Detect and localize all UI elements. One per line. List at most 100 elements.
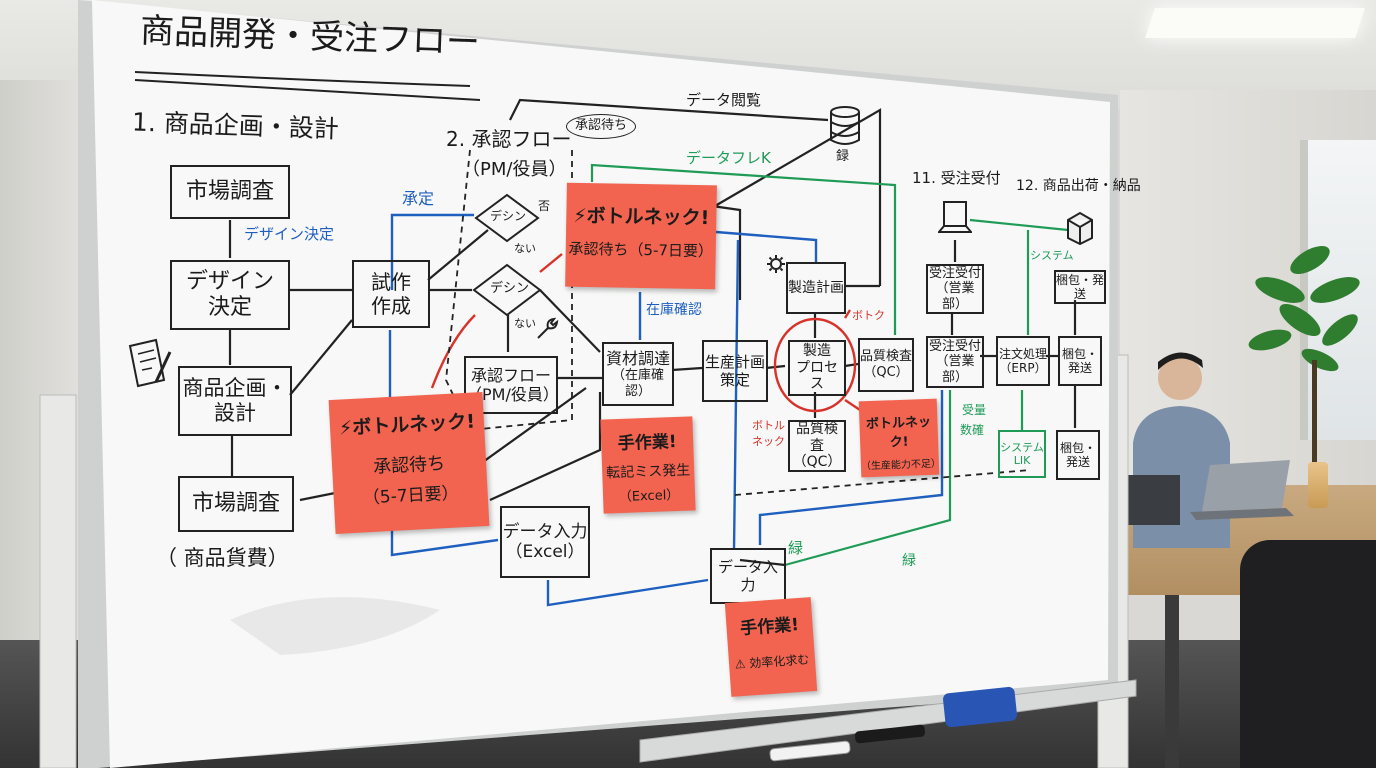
decision-1-no-label: ない <box>514 242 536 255</box>
note-body: 転記ミス発生 <box>605 462 691 482</box>
bottleneck-small-label-2a: ボトル <box>752 419 785 432</box>
decision-1-label: デシン <box>490 209 527 223</box>
box-label: 策定 <box>719 371 750 389</box>
box-product-planning: 商品企画・設計 <box>178 366 292 436</box>
decision-2-label: デシン <box>490 281 530 296</box>
waiting-bubble: 承認待ち <box>566 114 637 139</box>
box-market-research-2: 市場調査 <box>178 476 294 532</box>
note-body: （5-7日要） <box>362 483 460 509</box>
wrench-icon <box>537 317 559 339</box>
box-icon <box>1067 211 1093 246</box>
box-label: 発送 <box>1067 361 1092 375</box>
box-label: 梱包・ <box>1061 346 1098 361</box>
section-2-heading: 2. 承認フロー <box>446 127 572 151</box>
sticky-note-manual-transcription: 手作業! 転記ミス発生 （Excel） <box>600 416 696 514</box>
sticky-note-manual-efficiency: 手作業! ⚠ 効率化求む <box>724 597 818 697</box>
note-title: ⚡ボトルネック! <box>338 410 476 440</box>
note-body: ⚠ 効率化求む <box>734 652 810 672</box>
box-label: 作成 <box>371 294 411 318</box>
gear-icon <box>767 255 785 273</box>
laptop-icon <box>938 201 972 233</box>
box-label: 承認フロー <box>470 365 551 385</box>
note-title: 手作業! <box>739 615 800 640</box>
box-packing-bottom: 梱包・発送 <box>1056 430 1100 480</box>
box-label: 市場調査 <box>185 178 274 204</box>
box-label: 発送 <box>1065 455 1090 469</box>
box-packing-top: 梱包・発送 <box>1054 270 1106 304</box>
box-label: データ入力 <box>717 558 778 594</box>
bottleneck-small-label-1: ボトク <box>852 309 885 322</box>
box-label: 製造計画 <box>788 279 844 296</box>
note-body: （Excel） <box>618 487 680 506</box>
box-manufacturing-plan: 製造計画 <box>786 262 846 314</box>
bottleneck-small-label-2b: ネック <box>752 435 785 448</box>
stock-check-label: 在庫確認 <box>646 302 702 318</box>
box-label: LIK <box>1013 454 1031 467</box>
data-link-label: データ閲覧 <box>686 91 762 109</box>
decision-2-no-label: ない <box>514 317 536 330</box>
box-prototype: 試作作成 <box>352 260 430 328</box>
box-label: 受注受付 <box>928 265 981 281</box>
box-label: （QC） <box>792 454 842 471</box>
note-title: ボトルネック! <box>865 414 932 451</box>
box-packing-mid: 梱包・発送 <box>1058 336 1102 386</box>
note-body: （生産能力不足） <box>860 458 942 473</box>
box-label: 設計 <box>214 401 256 425</box>
box-label: 受注受付 <box>928 338 981 354</box>
box-label: 注文処理 <box>998 346 1047 361</box>
document-pen-icon <box>128 338 172 388</box>
laptop-screen <box>1120 475 1180 525</box>
box-label: 梱包・発送 <box>1056 272 1105 301</box>
note-title: 手作業! <box>617 431 677 455</box>
laptop <box>1190 460 1294 520</box>
box-label: （Excel） <box>505 542 585 562</box>
box-market-research-1: 市場調査 <box>170 165 290 219</box>
box-design-decision: デザイン決定 <box>170 260 290 330</box>
box-manufacturing-process: 製造プロセス <box>788 340 846 396</box>
box-label: （在庫確認） <box>611 368 664 399</box>
green-label-2: 緑 <box>902 553 916 569</box>
drink-bottle <box>1308 462 1328 508</box>
sticky-note-bottleneck-approval-top: ⚡ボトルネック! 承認待ち（5-7日要） <box>565 182 717 290</box>
box-label: （営業部） <box>935 354 975 385</box>
office-chair <box>1240 540 1376 768</box>
db-caption: 録 <box>836 149 850 164</box>
box-label: 商品企画・ <box>182 375 288 400</box>
box-label: データ入力 <box>502 521 588 542</box>
section-2-subheading: （PM/役員） <box>462 159 567 180</box>
decision-diamond-1 <box>474 193 540 243</box>
box-qc-lower: 品質検査（QC） <box>788 420 846 472</box>
market-paren-label: （ 商品貨費） <box>156 546 289 570</box>
data-flow-label: データフレK <box>686 149 771 167</box>
decision-1-yes-label: 否 <box>538 199 551 213</box>
box-label: （PM/役員） <box>466 385 559 404</box>
box-order-intake-lower: 受注受付（営業部） <box>926 336 984 388</box>
note-body: 承認待ち（5-7日要） <box>568 239 714 261</box>
box-order-intake-upper: 受注受付（営業部） <box>926 264 984 314</box>
box-label: 製造 <box>803 342 831 359</box>
box-label: 梱包・ <box>1059 440 1096 455</box>
box-label: 資材調達 <box>605 348 670 368</box>
section-12-heading: 12. 商品出荷・納品 <box>1016 178 1141 194</box>
box-label: 生産計画 <box>704 353 765 371</box>
box-label: デザイン <box>185 268 274 294</box>
design-decision-label: デザイン決定 <box>244 225 335 243</box>
note-body: 承認待ち <box>372 453 446 478</box>
database-icon <box>830 106 860 145</box>
box-label: 試作 <box>371 270 411 294</box>
potted-plant <box>1248 246 1360 470</box>
table-leg <box>1165 595 1179 768</box>
box-data-entry: データ入力 <box>710 548 786 604</box>
box-label: 品質検査 <box>860 349 913 365</box>
note-title: ⚡ボトルネック! <box>573 204 710 230</box>
approved-label: 承定 <box>402 189 435 208</box>
box-production-plan: 生産計画策定 <box>702 340 768 402</box>
box-data-entry-excel: データ入力（Excel） <box>500 506 590 578</box>
box-label: 市場調査 <box>191 490 280 516</box>
side-label-a: 受量 <box>962 403 987 417</box>
box-material-procurement: 資材調達（在庫確認） <box>602 342 674 406</box>
system-label: システム <box>1030 249 1074 262</box>
box-label: 品質検査 <box>796 420 838 454</box>
